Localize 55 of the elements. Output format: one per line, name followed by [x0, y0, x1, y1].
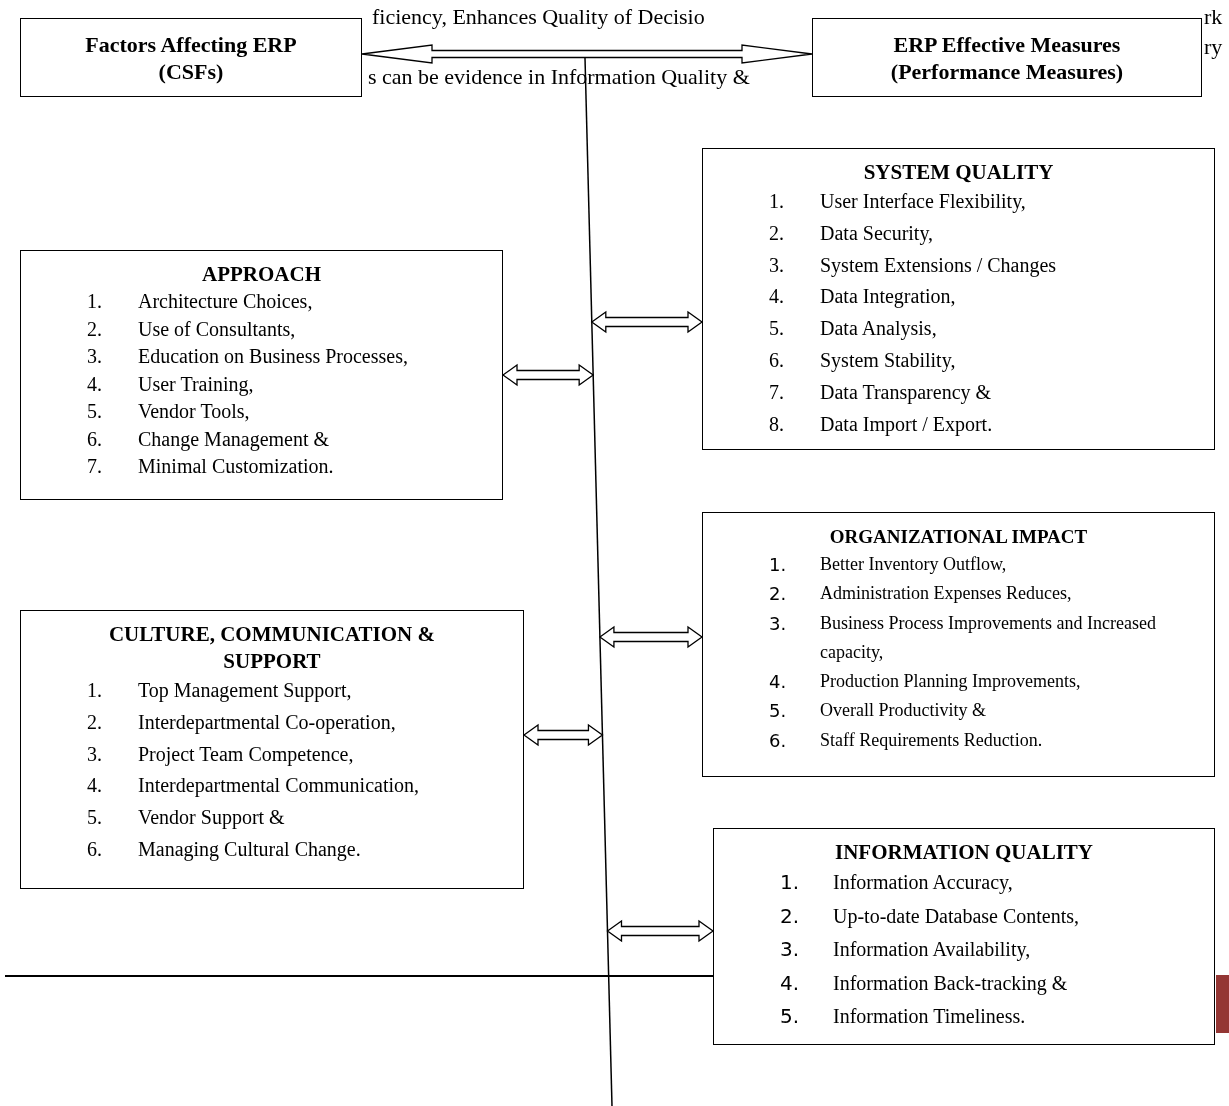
header-box [20, 18, 362, 97]
list-item: 4. Interdepartmental Communication, [86, 773, 421, 799]
list-item: 5. Overall Productivity & [768, 699, 987, 724]
box-heading: APPROACH [202, 261, 321, 288]
list-item: 3. System Extensions / Changes [768, 252, 1058, 279]
list-item: 5. Information Timeliness. [779, 1003, 1027, 1030]
list-item: 4. User Training, [86, 371, 255, 398]
list-item: 8. Data Import / Export. [768, 411, 994, 438]
list-item: 2. Use of Consultants, [86, 316, 297, 342]
list-item: 5. Vendor Tools, [86, 399, 251, 424]
list-item: 1. Top Management Support, [86, 678, 353, 704]
list-item: 1. Information Accuracy, [779, 869, 1014, 896]
double-arrow [361, 44, 813, 64]
category-box [713, 828, 1215, 1045]
list-item: 7. Minimal Customization. [86, 454, 335, 479]
list-item: 2. Administration Expenses Reduces, [768, 582, 1073, 607]
box-heading: SYSTEM QUALITY [863, 159, 1054, 186]
list-item: 1. User Interface Flexibility, [768, 189, 1027, 215]
category-box [702, 148, 1215, 450]
list-item: 5. Vendor Support & [86, 805, 286, 831]
list-item: 3. Project Team Competence, [86, 741, 355, 768]
header-box [812, 18, 1202, 97]
list-item: 6. Managing Cultural Change. [86, 837, 362, 863]
list-item: 1. Better Inventory Outflow, [768, 553, 1008, 577]
box-heading: ERP Effective Measures (Performance Measures) [889, 30, 1125, 85]
list-item: 3. Information Availability, [779, 936, 1032, 963]
list-item: 4. Production Planning Improvements, [768, 670, 1082, 695]
category-box [20, 250, 503, 500]
list-item: 2. Up-to-date Database Contents, [779, 902, 1081, 930]
double-arrow [522, 723, 604, 747]
double-arrow [598, 625, 704, 649]
list-item: 2. Interdepartmental Co-operation, [86, 709, 397, 736]
double-arrow [590, 310, 704, 334]
box-heading: Factors Affecting ERP (CSFs) [84, 30, 298, 85]
list-item: 3. Education on Business Processes, [86, 344, 409, 369]
list-item: 4. Information Back-tracking & [779, 969, 1069, 997]
background-text: ry [1204, 34, 1223, 60]
double-arrow [501, 363, 595, 387]
background-text: ficiency, Enhances Quality of Decisio [372, 4, 705, 30]
category-box [702, 512, 1215, 777]
list-item: 5. Data Analysis, [768, 316, 938, 342]
category-box [20, 610, 524, 889]
list-item: 4. Data Integration, [768, 284, 957, 310]
box-heading: CULTURE, COMMUNICATION & SUPPORT [107, 621, 437, 675]
list-item: 6. Staff Requirements Reduction. [768, 728, 1044, 753]
double-arrow [606, 919, 715, 943]
list-item: 1. Architecture Choices, [86, 289, 314, 314]
background-text: rk [1204, 4, 1223, 30]
list-item: 7. Data Transparency & [768, 379, 993, 406]
list-item: 2. Data Security, [768, 220, 935, 247]
list-item: 6. System Stability, [768, 348, 957, 374]
box-heading: INFORMATION QUALITY [834, 839, 1093, 866]
box-heading: ORGANIZATIONAL IMPACT [829, 525, 1088, 549]
list-item: 6. Change Management & [86, 426, 331, 453]
list-item: 3. Business Process Improvements and Increased capacity, [768, 611, 1157, 664]
